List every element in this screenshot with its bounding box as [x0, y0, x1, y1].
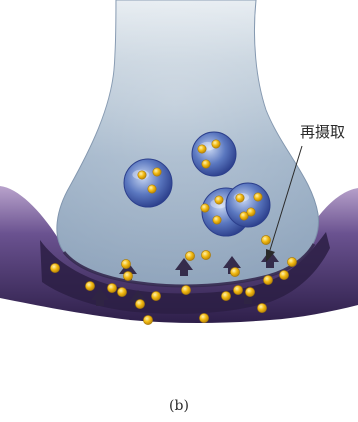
neurotransmitter-icon [117, 287, 126, 296]
neurotransmitter-icon [201, 204, 209, 212]
neurotransmitter-icon [153, 168, 161, 176]
neurotransmitter-icon [201, 250, 210, 259]
neurotransmitter-icon [230, 267, 239, 276]
neurotransmitter-icon [261, 235, 270, 244]
neurotransmitter-icon [233, 285, 242, 294]
neurotransmitter-icon [107, 283, 116, 292]
neurotransmitter-icon [215, 196, 223, 204]
neurotransmitter-icon [257, 303, 266, 312]
neurotransmitter-icon [185, 251, 194, 260]
reuptake-label: 再摄取 [300, 123, 345, 141]
vesicle-icon [226, 183, 270, 227]
neurotransmitter-icon [121, 259, 130, 268]
neurotransmitter-icon [143, 315, 152, 324]
neurotransmitter-icon [138, 171, 146, 179]
neurotransmitter-icon [148, 185, 156, 193]
neurotransmitter-icon [181, 285, 190, 294]
neurotransmitter-icon [279, 270, 288, 279]
neurotransmitter-icon [245, 287, 254, 296]
panel-label: (b) [0, 398, 358, 414]
neurotransmitter-icon [199, 313, 208, 322]
vesicle-icon [124, 159, 172, 207]
neurotransmitter-icon [236, 194, 244, 202]
neurotransmitter-icon [50, 263, 59, 272]
neurotransmitter-icon [123, 271, 132, 280]
neurotransmitter-icon [198, 145, 206, 153]
neurotransmitter-icon [151, 291, 160, 300]
neurotransmitter-icon [135, 299, 144, 308]
neurotransmitter-icon [263, 275, 272, 284]
neurotransmitter-icon [213, 216, 221, 224]
neurotransmitter-icon [202, 160, 210, 168]
neurotransmitter-icon [240, 212, 248, 220]
neurotransmitter-icon [221, 291, 230, 300]
neurotransmitter-icon [254, 193, 262, 201]
vesicle-icon [192, 132, 236, 176]
neurotransmitter-icon [212, 140, 220, 148]
neurotransmitter-icon [287, 257, 296, 266]
neurotransmitter-icon [85, 281, 94, 290]
